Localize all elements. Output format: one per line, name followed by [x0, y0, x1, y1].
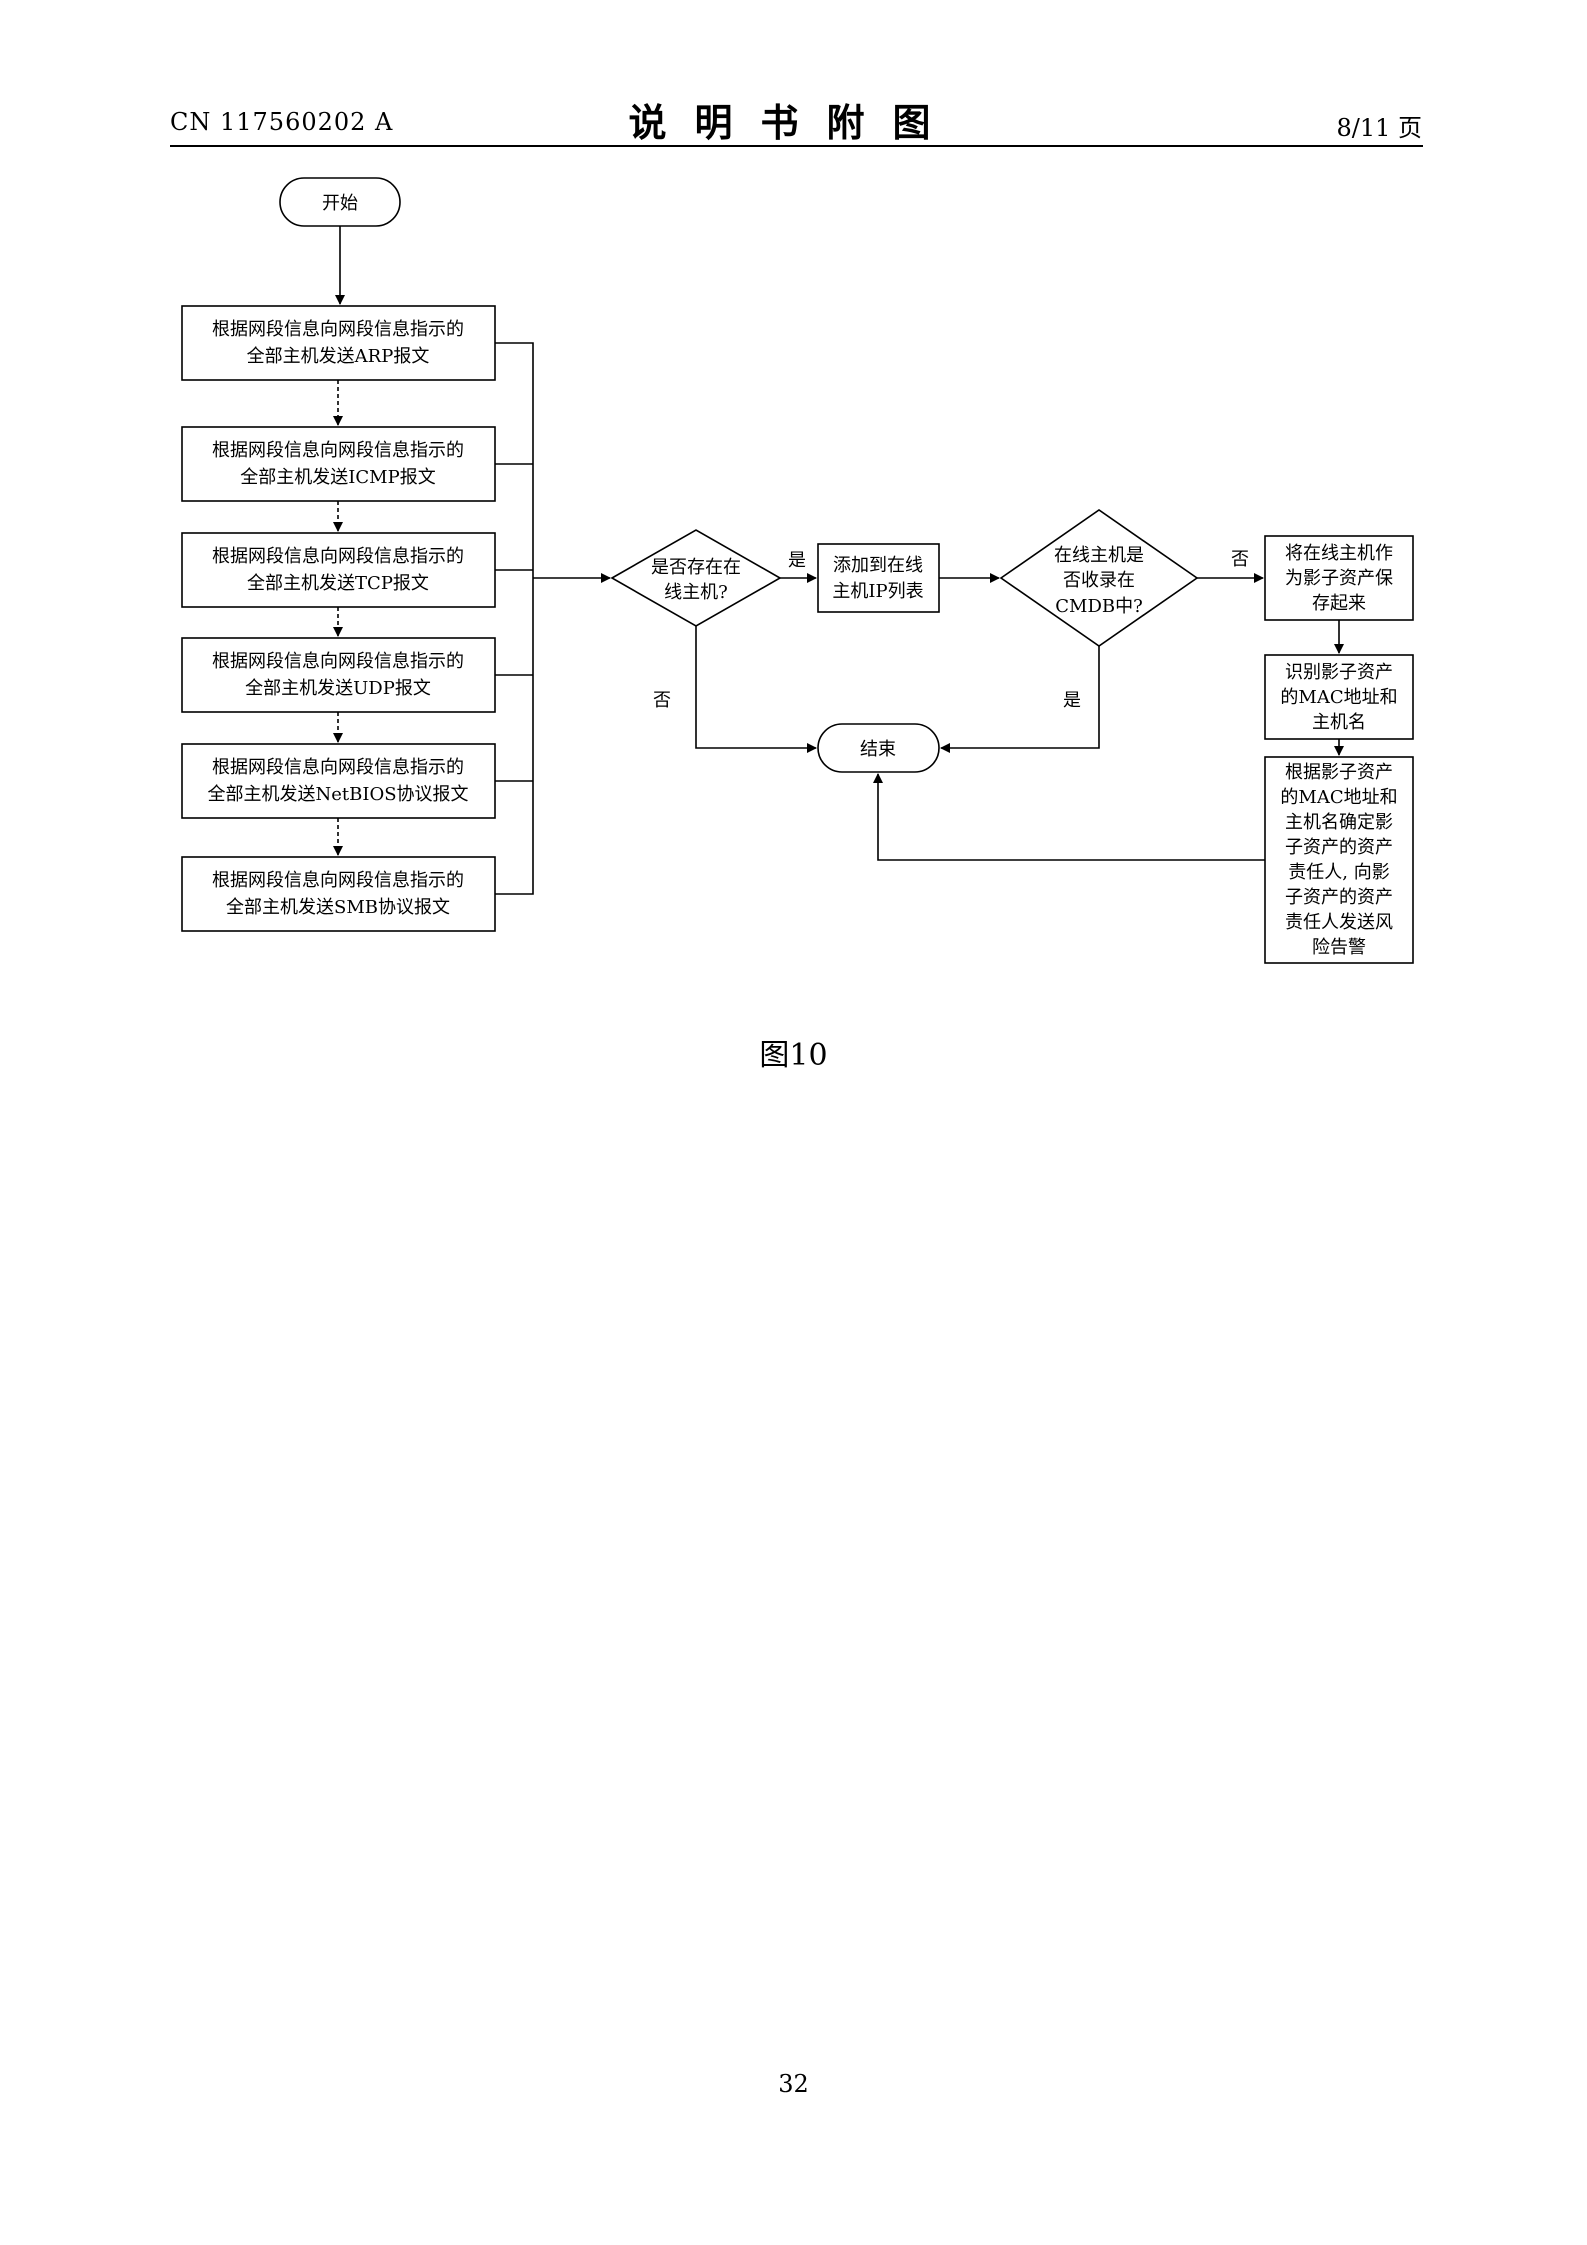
step-line: 全部主机发送NetBIOS协议报文	[207, 784, 468, 805]
page-number: 32	[778, 2070, 809, 2098]
step-box-tcp: 根据网段信息向网段信息指示的 全部主机发送TCP报文	[181, 532, 496, 608]
step-line: 根据网段信息向网段信息指示的	[212, 546, 464, 567]
start-terminal: 开始	[279, 177, 401, 227]
step-box-smb: 根据网段信息向网段信息指示的 全部主机发送SMB协议报文	[181, 856, 496, 932]
label-yes: 是	[1063, 690, 1081, 711]
step-line: 根据网段信息向网段信息指示的	[212, 440, 464, 461]
step-box-netbios: 根据网段信息向网段信息指示的 全部主机发送NetBIOS协议报文	[181, 743, 496, 819]
step-line: 根据网段信息向网段信息指示的	[212, 870, 464, 891]
decision-online-host: 是否存在在 线主机?	[610, 529, 782, 627]
box-line: 责任人发送风	[1285, 912, 1393, 933]
box-line: 添加到在线	[833, 555, 923, 576]
decision-in-cmdb: 在线主机是 否收录在 CMDB中?	[999, 509, 1199, 647]
save-shadow-asset-box: 将在线主机作 为影子资产保 存起来	[1264, 535, 1414, 621]
box-line: 为影子资产保	[1285, 568, 1393, 589]
decision-line: 线主机?	[664, 582, 728, 603]
flowchart: 开始 根据网段信息向网段信息指示的 全部主机发送ARP报文 根据网段信息向网段信…	[181, 177, 1414, 964]
step-line: 全部主机发送SMB协议报文	[226, 897, 450, 918]
step-line: 根据网段信息向网段信息指示的	[212, 319, 464, 340]
decision-line: 否收录在	[1063, 570, 1135, 591]
document-id: CN 117560202 A	[170, 108, 394, 136]
box-line: 存起来	[1312, 593, 1366, 614]
start-label: 开始	[322, 193, 358, 214]
decision-line: 是否存在在	[651, 557, 741, 578]
label-no: 否	[653, 690, 671, 711]
step-line: 全部主机发送ICMP报文	[240, 467, 435, 488]
step-box-udp: 根据网段信息向网段信息指示的 全部主机发送UDP报文	[181, 637, 496, 713]
box-line: 的MAC地址和	[1280, 687, 1397, 708]
decision-line: CMDB中?	[1055, 596, 1143, 617]
page-count: 8/11 页	[1336, 114, 1422, 142]
step-line: 全部主机发送UDP报文	[245, 678, 431, 699]
end-label: 结束	[860, 739, 896, 760]
step-line: 根据网段信息向网段信息指示的	[212, 651, 464, 672]
box-line: 识别影子资产	[1285, 662, 1393, 683]
figure-caption: 图10	[759, 1038, 828, 1073]
label-yes: 是	[788, 550, 806, 571]
step-line: 根据网段信息向网段信息指示的	[212, 757, 464, 778]
step-box-arp: 根据网段信息向网段信息指示的 全部主机发送ARP报文	[181, 305, 496, 381]
step-line: 全部主机发送ARP报文	[247, 346, 430, 367]
box-line: 根据影子资产	[1285, 762, 1393, 783]
add-to-list-box: 添加到在线 主机IP列表	[817, 543, 940, 613]
box-line: 将在线主机作	[1285, 543, 1393, 564]
step-box-icmp: 根据网段信息向网段信息指示的 全部主机发送ICMP报文	[181, 426, 496, 502]
label-no: 否	[1231, 549, 1249, 570]
box-line: 子资产的资产	[1285, 837, 1393, 858]
box-line: 的MAC地址和	[1280, 787, 1397, 808]
end-terminal: 结束	[817, 723, 940, 773]
box-line: 子资产的资产	[1285, 887, 1393, 908]
step-line: 全部主机发送TCP报文	[247, 573, 429, 594]
page-title: 说明书附图	[628, 100, 959, 145]
risk-alarm-box: 根据影子资产 的MAC地址和 主机名确定影 子资产的资产 责任人, 向影 子资产…	[1264, 756, 1414, 964]
box-line: 险告警	[1312, 937, 1366, 958]
box-line: 主机名	[1312, 712, 1366, 733]
box-line: 主机IP列表	[832, 581, 923, 602]
header-rule	[170, 145, 1423, 147]
box-line: 主机名确定影	[1285, 812, 1393, 833]
decision-line: 在线主机是	[1054, 545, 1144, 566]
identify-mac-box: 识别影子资产 的MAC地址和 主机名	[1264, 654, 1414, 740]
box-line: 责任人, 向影	[1288, 862, 1389, 883]
